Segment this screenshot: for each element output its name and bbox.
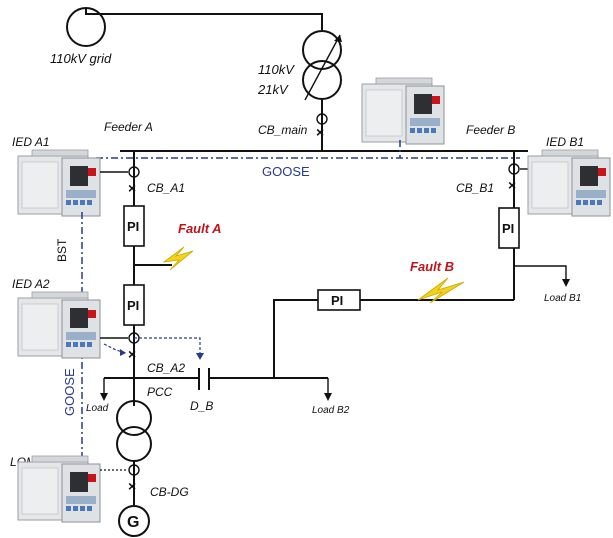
cb-a1-symbol: ×	[128, 180, 136, 196]
generator-label: G	[127, 514, 139, 531]
cb-dg-label: CB-DG	[150, 485, 189, 499]
load-b1-label: Load B1	[544, 293, 581, 304]
ct-main-symbol	[316, 113, 328, 125]
tie-line-b2	[273, 299, 318, 378]
feeder-a-label: Feeder A	[104, 120, 153, 134]
transformer-hv-label: 110kV	[258, 62, 295, 77]
pi-label-tie: PI	[331, 293, 343, 308]
ied-main-device	[361, 77, 445, 145]
load-label: Load	[86, 403, 109, 414]
generator-symbol	[118, 505, 150, 537]
goose-left-label: GOOSE	[62, 368, 77, 416]
ct-dg-symbol	[128, 464, 140, 476]
cb-dg-symbol: ×	[128, 478, 136, 494]
pi-label-b: PI	[502, 221, 514, 236]
pi-label-a-upper: PI	[127, 219, 139, 234]
fault-b-label: Fault B	[410, 259, 454, 274]
cb-main-label: CB_main	[258, 123, 308, 137]
pi-section-a-upper	[123, 205, 145, 247]
ied-b1-label: IED B1	[546, 135, 584, 149]
ied-a2-label: IED A2	[12, 277, 50, 291]
cb-a2-symbol: ×	[128, 346, 136, 362]
cb-main-symbol: ×	[316, 124, 324, 140]
cb-b1-symbol: ×	[508, 177, 516, 193]
grid-connection-line	[85, 8, 323, 30]
grid-label: 110kV grid	[50, 51, 112, 66]
fault-b-lightning-icon	[417, 277, 465, 304]
pi-section-b	[498, 207, 520, 249]
goose-top-label: GOOSE	[262, 164, 310, 179]
ct-b1-symbol	[508, 163, 520, 175]
cb-a1-label: CB_A1	[147, 181, 185, 195]
bst-label: BST	[55, 238, 69, 262]
ct-a1-symbol	[128, 166, 140, 178]
transformer-lv-label: 21kV	[257, 82, 289, 97]
d-b-label: D_B	[190, 399, 213, 413]
dg-transformer-winding-1	[116, 400, 152, 436]
pi-section-a-lower	[123, 284, 145, 326]
fault-a-label: Fault A	[178, 221, 222, 236]
load-b2-label: Load B2	[312, 405, 350, 416]
pcc-label: PCC	[147, 385, 173, 399]
ied-a2-device	[17, 291, 101, 359]
transformer-tap-arrow	[304, 34, 341, 101]
load-b1-line	[514, 265, 567, 282]
pi-label-a-lower: PI	[127, 298, 139, 313]
ied-b1-device	[527, 149, 611, 217]
feeder-b-label: Feeder B	[466, 123, 515, 137]
dg-transformer-winding-2	[116, 426, 152, 462]
cb-b1-label: CB_B1	[456, 181, 494, 195]
ied-a1-label: IED A1	[12, 135, 50, 149]
lom-ied-device	[17, 455, 101, 523]
fault-a-lightning-icon	[162, 246, 194, 271]
transformer-winding-hv	[302, 30, 342, 70]
cb-a2-label: CB_A2	[147, 361, 185, 375]
goose-trip-arrow-db	[134, 337, 201, 356]
ied-a1-device	[17, 149, 101, 217]
